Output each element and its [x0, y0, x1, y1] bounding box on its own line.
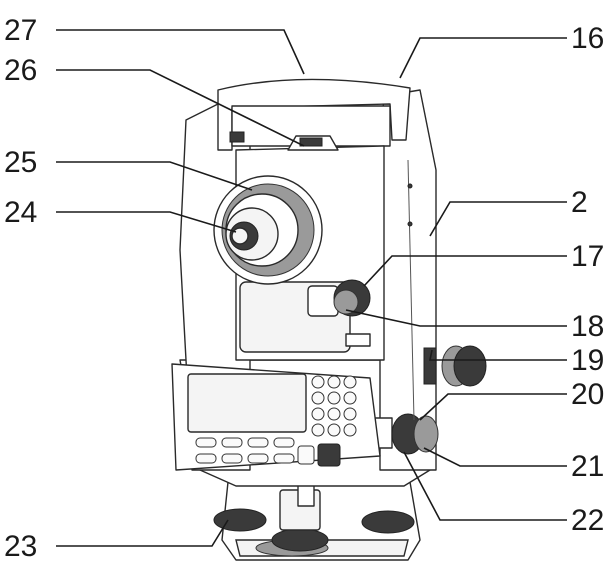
callout-18: 18: [571, 310, 604, 343]
callout-21: 21: [571, 450, 604, 483]
callout-27: 27: [4, 14, 37, 47]
callout-20: 20: [571, 378, 604, 411]
callout-labels: 27 26 25 24 23 16 2 17 18 19 20 21 22: [4, 14, 604, 563]
callout-17: 17: [571, 240, 604, 273]
callout-25: 25: [4, 146, 37, 179]
leveling-screw-right-icon: [361, 510, 415, 534]
display-screen: [187, 373, 307, 433]
leader-lines: [56, 29, 567, 547]
instrument-illustration: [171, 78, 487, 561]
callout-26: 26: [4, 54, 37, 87]
callout-22: 22: [571, 504, 604, 537]
leveling-screw-left-icon: [213, 508, 267, 532]
leveling-screw-front-icon: [271, 528, 329, 552]
callout-16: 16: [571, 22, 604, 55]
callout-23: 23: [4, 530, 37, 563]
keypad: [195, 375, 357, 467]
callout-24: 24: [4, 196, 37, 229]
side-knob-icon: [453, 345, 487, 387]
callout-2: 2: [571, 186, 588, 219]
callout-19: 19: [571, 344, 604, 377]
